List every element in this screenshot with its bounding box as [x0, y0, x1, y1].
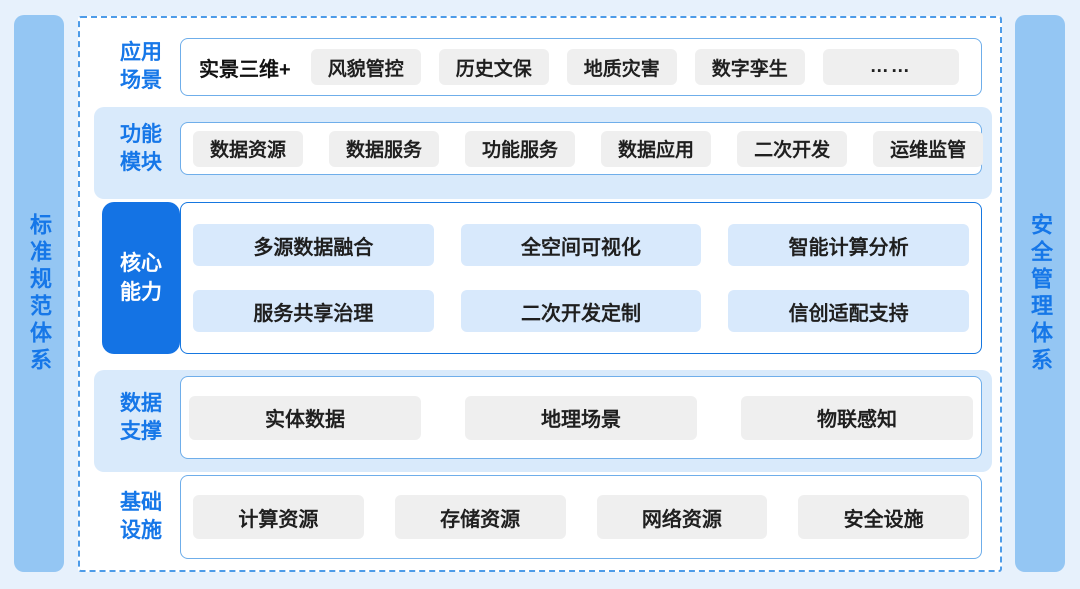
core-capabilities-row-2: 服务共享治理 二次开发定制 信创适配支持 [193, 290, 970, 332]
architecture-frame: 应用 场景 实景三维+ 风貌管控 历史文保 地质灾害 数字孪生 …… 功能 模块… [78, 16, 1002, 572]
scenario-item: 历史文保 [438, 49, 549, 85]
module-item: 功能服务 [465, 130, 576, 167]
scenarios-box: 实景三维+ 风貌管控 历史文保 地质灾害 数字孪生 …… [180, 38, 982, 96]
infrastructure-item: 网络资源 [596, 495, 768, 539]
row-label-modules: 功能 模块 [120, 122, 162, 174]
module-item: 运维监管 [873, 130, 984, 167]
core-capability-item: 多源数据融合 [193, 224, 434, 266]
scenario-item-more: …… [822, 49, 959, 85]
standards-system-pillar: 标准规范体系 [14, 15, 64, 572]
scenario-item: 风貌管控 [310, 49, 421, 85]
core-capabilities-box: 多源数据融合 全空间可视化 智能计算分析 服务共享治理 二次开发定制 信创适配支… [180, 202, 982, 354]
modules-box: 数据资源 数据服务 功能服务 数据应用 二次开发 运维监管 [180, 122, 984, 175]
module-item: 数据应用 [601, 130, 712, 167]
scenario-item-highlight: 实景三维+ [199, 58, 291, 81]
infrastructure-item: 计算资源 [193, 495, 364, 539]
scenario-item: 数字孪生 [694, 49, 805, 85]
row-label-data-support: 数据 支撑 [120, 391, 162, 443]
security-system-label: 安全管理体系 [1028, 212, 1053, 375]
row-label-scenarios: 应用 场景 [120, 41, 162, 92]
module-item: 数据资源 [193, 130, 304, 167]
security-system-pillar: 安全管理体系 [1015, 15, 1065, 572]
core-capability-item: 全空间可视化 [460, 224, 702, 266]
scenario-item: 地质灾害 [566, 49, 677, 85]
module-item: 数据服务 [329, 130, 440, 167]
core-capability-item: 服务共享治理 [193, 290, 434, 332]
row-label-core-capabilities: 核心 能力 [102, 202, 180, 354]
core-capabilities-row-1: 多源数据融合 全空间可视化 智能计算分析 [193, 224, 970, 266]
standards-system-label: 标准规范体系 [27, 212, 52, 375]
infrastructure-item: 存储资源 [394, 495, 566, 539]
core-capability-item: 信创适配支持 [728, 290, 970, 332]
row-label-infrastructure: 基础 设施 [120, 491, 162, 542]
module-item: 二次开发 [737, 130, 848, 167]
core-capability-item: 二次开发定制 [460, 290, 702, 332]
data-support-item: 地理场景 [465, 395, 697, 440]
infrastructure-item: 安全设施 [798, 495, 969, 539]
infrastructure-box: 计算资源 存储资源 网络资源 安全设施 [180, 475, 982, 559]
data-support-item: 实体数据 [189, 395, 421, 440]
data-support-item: 物联感知 [741, 395, 973, 440]
core-capability-item: 智能计算分析 [728, 224, 970, 266]
data-support-box: 实体数据 地理场景 物联感知 [180, 376, 982, 459]
